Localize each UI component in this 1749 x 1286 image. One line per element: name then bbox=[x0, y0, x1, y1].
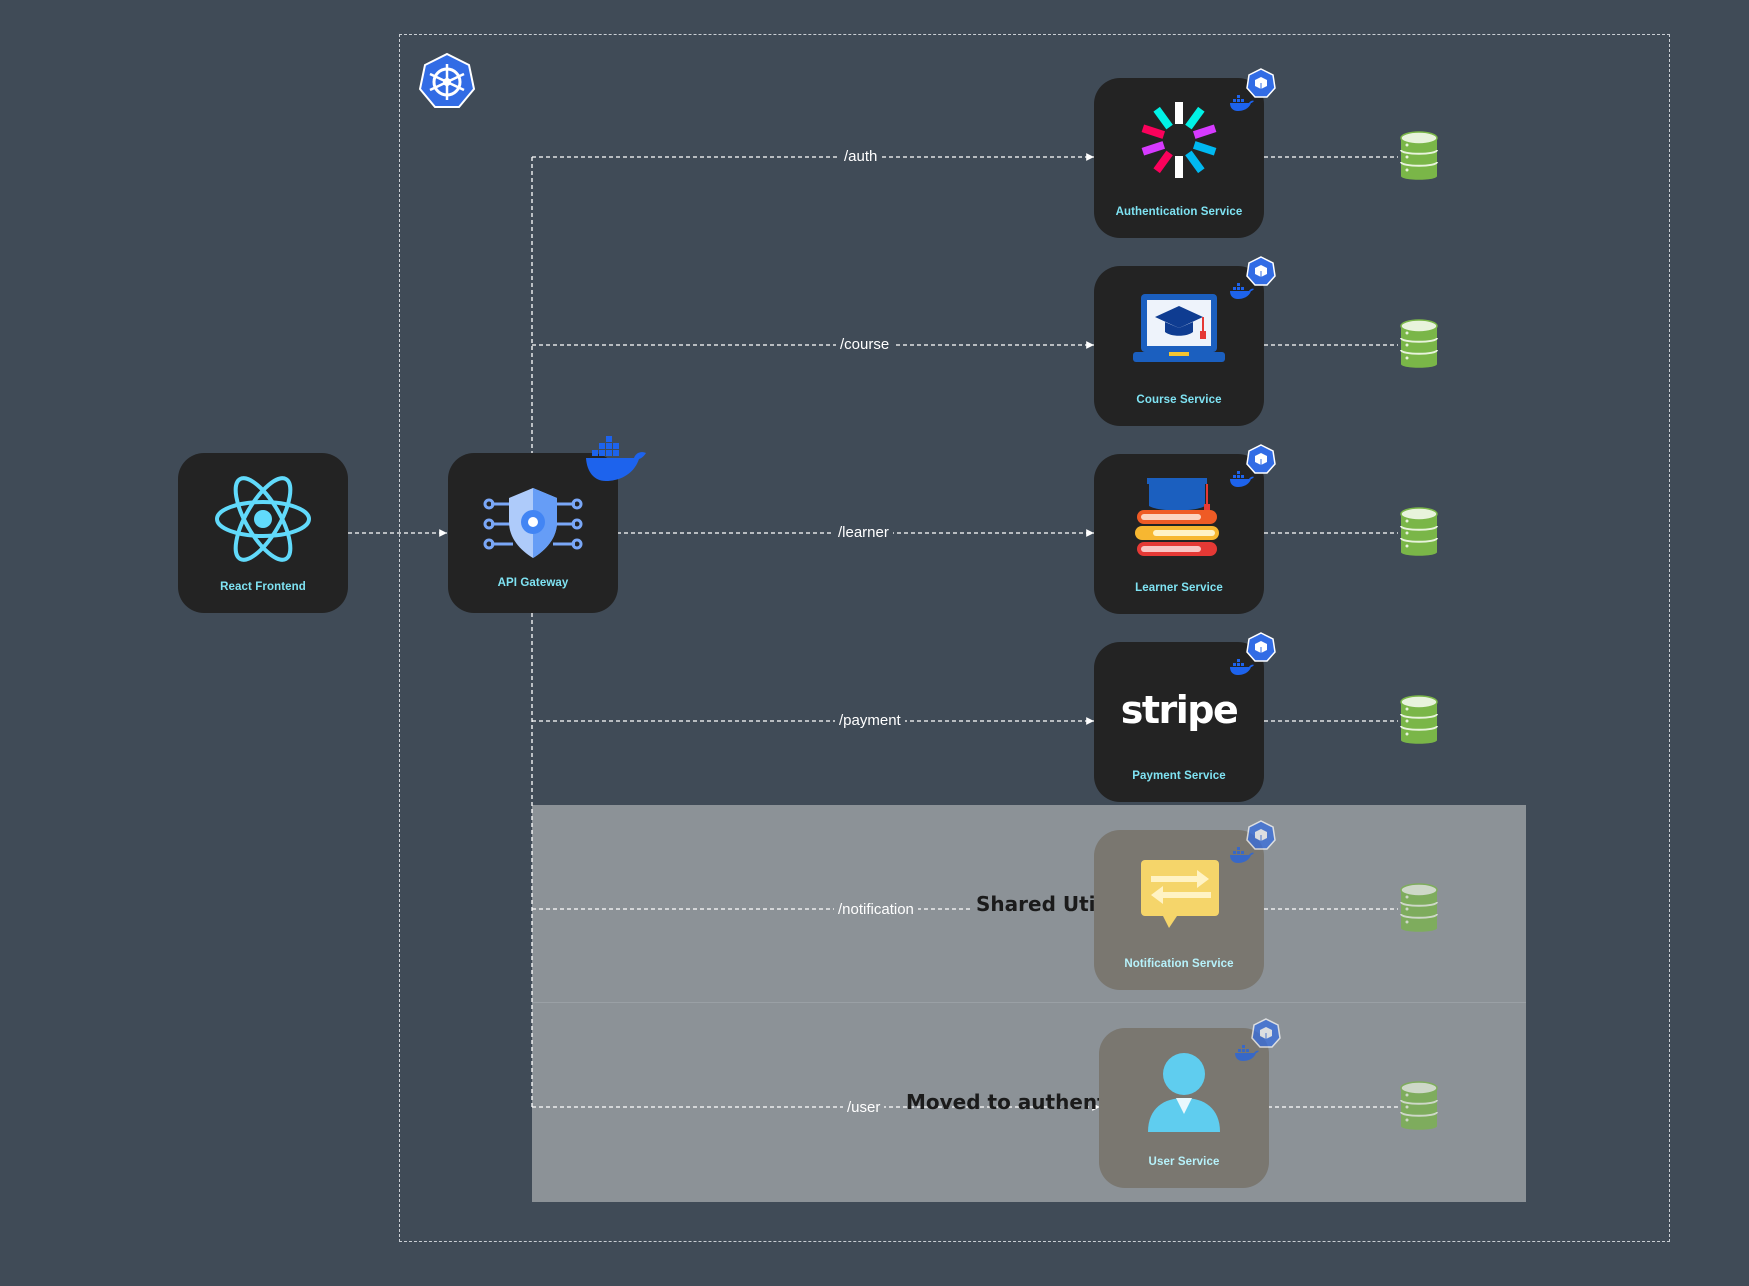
react-icon bbox=[215, 476, 311, 562]
docker-icon bbox=[1230, 847, 1254, 863]
docker-icon bbox=[1230, 95, 1254, 111]
docker-icon bbox=[1230, 283, 1254, 299]
docker-icon bbox=[586, 436, 646, 481]
user-icon bbox=[1148, 1053, 1220, 1132]
authentication-service-label: Authentication Service bbox=[1115, 206, 1243, 218]
docker-icon bbox=[1235, 1045, 1259, 1061]
route-label-notification: /notification bbox=[834, 901, 918, 919]
zone-divider bbox=[532, 1002, 1526, 1003]
database-icon bbox=[1400, 507, 1438, 556]
react-frontend-node[interactable]: React Frontend bbox=[178, 453, 348, 613]
note-shared-util: Shared Util bbox=[973, 892, 1106, 916]
deprecated-services-zone bbox=[532, 805, 1526, 1202]
kubernetes-icon bbox=[418, 52, 476, 108]
database-icon bbox=[1400, 131, 1438, 180]
kubernetes-cluster-boundary bbox=[399, 34, 1670, 1242]
database-icon bbox=[1400, 883, 1438, 932]
payment-service-label: Payment Service bbox=[1132, 770, 1226, 782]
jwt-icon bbox=[1141, 102, 1217, 178]
course-service-label: Course Service bbox=[1136, 394, 1222, 406]
notification-service-label: Notification Service bbox=[1124, 958, 1234, 970]
docker-icon bbox=[1230, 471, 1254, 487]
api-gateway-label: API Gateway bbox=[497, 577, 569, 589]
react-frontend-label: React Frontend bbox=[220, 581, 306, 593]
notification-exchange-icon bbox=[1141, 860, 1219, 928]
kubernetes-pod-icon bbox=[1246, 68, 1276, 98]
docker-icon bbox=[1230, 659, 1254, 675]
graduation-laptop-icon bbox=[1133, 294, 1225, 362]
stripe-logo: stripe bbox=[1120, 688, 1239, 732]
route-label-user: /user bbox=[843, 1099, 885, 1117]
database-icon bbox=[1400, 695, 1438, 744]
books-graduation-icon bbox=[1135, 478, 1219, 556]
kubernetes-pod-icon bbox=[1251, 1018, 1281, 1048]
user-service-label: User Service bbox=[1148, 1156, 1220, 1168]
learner-service-label: Learner Service bbox=[1135, 582, 1223, 594]
route-label-payment: /payment bbox=[835, 712, 905, 730]
payment-service-node[interactable]: stripe Payment Service bbox=[1094, 642, 1264, 802]
route-label-learner: /learner bbox=[834, 524, 893, 542]
kubernetes-pod-icon bbox=[1246, 632, 1276, 662]
database-icon bbox=[1400, 1081, 1438, 1130]
kubernetes-pod-icon bbox=[1246, 820, 1276, 850]
kubernetes-pod-icon bbox=[1246, 444, 1276, 474]
kubernetes-pod-icon bbox=[1246, 256, 1276, 286]
route-label-course: /course bbox=[836, 336, 894, 354]
api-gateway-shield-icon bbox=[483, 488, 583, 558]
api-gateway-node[interactable]: API Gateway bbox=[448, 453, 618, 613]
route-label-auth: /auth bbox=[840, 148, 882, 166]
database-icon bbox=[1400, 319, 1438, 368]
